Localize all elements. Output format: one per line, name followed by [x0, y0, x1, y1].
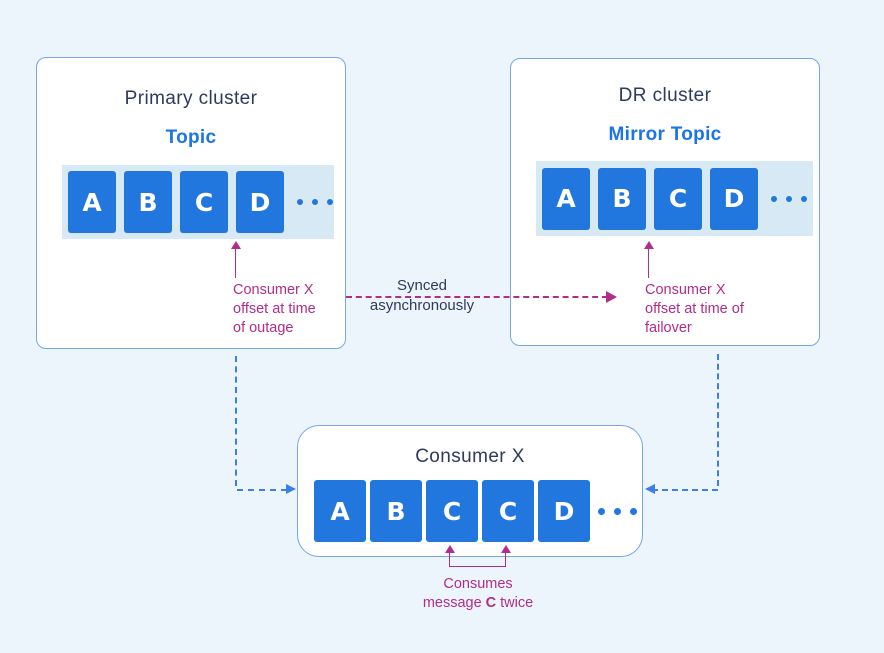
message-box: B: [370, 480, 422, 542]
message-box: A: [314, 480, 366, 542]
consume-bracket-line: [450, 566, 506, 567]
note-line: offset at time of: [645, 301, 744, 317]
consume-note: Consumes message C twice: [383, 575, 573, 613]
sync-label-line: asynchronously: [369, 297, 475, 314]
message-box: A: [68, 171, 116, 233]
primary-to-consumer-connector-horizontal: [237, 489, 287, 491]
consume-arrowhead-left-icon: [445, 545, 455, 553]
consume-note-line1: Consumes: [443, 576, 513, 592]
note-line: offset at time: [233, 301, 316, 317]
message-box: D: [538, 480, 590, 542]
message-box: C: [482, 480, 534, 542]
consume-note-suffix: twice: [500, 595, 534, 611]
ellipsis-icon: [297, 199, 333, 205]
primary-topic-label: Topic: [165, 127, 217, 148]
consume-arrow-left-line: [449, 552, 450, 567]
dr-to-consumer-arrowhead-icon: [645, 484, 655, 494]
note-line: Consumer X: [233, 282, 314, 298]
sync-arrow-line: [346, 296, 608, 298]
ellipsis-icon: [598, 508, 637, 515]
mirror-topic-label: Mirror Topic: [608, 124, 722, 145]
dr-to-consumer-connector-horizontal: [652, 489, 718, 491]
message-box: B: [598, 167, 646, 230]
message-box: A: [542, 167, 590, 230]
consume-arrowhead-right-icon: [501, 545, 511, 553]
message-box: D: [710, 167, 758, 230]
primary-offset-arrow-line: [235, 248, 236, 278]
sync-label: Synced asynchronously: [338, 276, 506, 316]
sync-arrowhead-icon: [606, 291, 617, 303]
dr-cluster-title: DR cluster: [618, 85, 712, 106]
note-line: Consumer X: [645, 282, 726, 298]
consume-note-line2: message C twice: [383, 594, 573, 613]
dr-offset-arrowhead-icon: [644, 241, 654, 249]
primary-offset-note: Consumer X offset at time of outage: [233, 281, 316, 338]
message-box: C: [426, 480, 478, 542]
consume-arrow-right-line: [505, 552, 506, 567]
primary-offset-arrowhead-icon: [231, 241, 241, 249]
consumer-title: Consumer X: [415, 446, 525, 467]
message-box: B: [124, 171, 172, 233]
dr-to-consumer-connector-vertical: [717, 354, 719, 486]
message-box: C: [180, 171, 228, 233]
note-line: of outage: [233, 320, 294, 336]
consume-note-prefix: message: [422, 595, 482, 611]
ellipsis-icon: [771, 195, 807, 202]
dr-offset-note: Consumer X offset at time of failover: [645, 281, 744, 338]
consume-note-bold: C: [485, 595, 497, 611]
message-box: D: [236, 171, 284, 233]
message-box: C: [654, 167, 702, 230]
primary-to-consumer-arrowhead-icon: [286, 484, 296, 494]
note-line: failover: [645, 320, 692, 336]
primary-to-consumer-connector-vertical: [235, 356, 237, 486]
primary-cluster-title: Primary cluster: [124, 88, 258, 109]
sync-label-line: Synced: [396, 277, 448, 294]
dr-offset-arrow-line: [648, 248, 649, 278]
